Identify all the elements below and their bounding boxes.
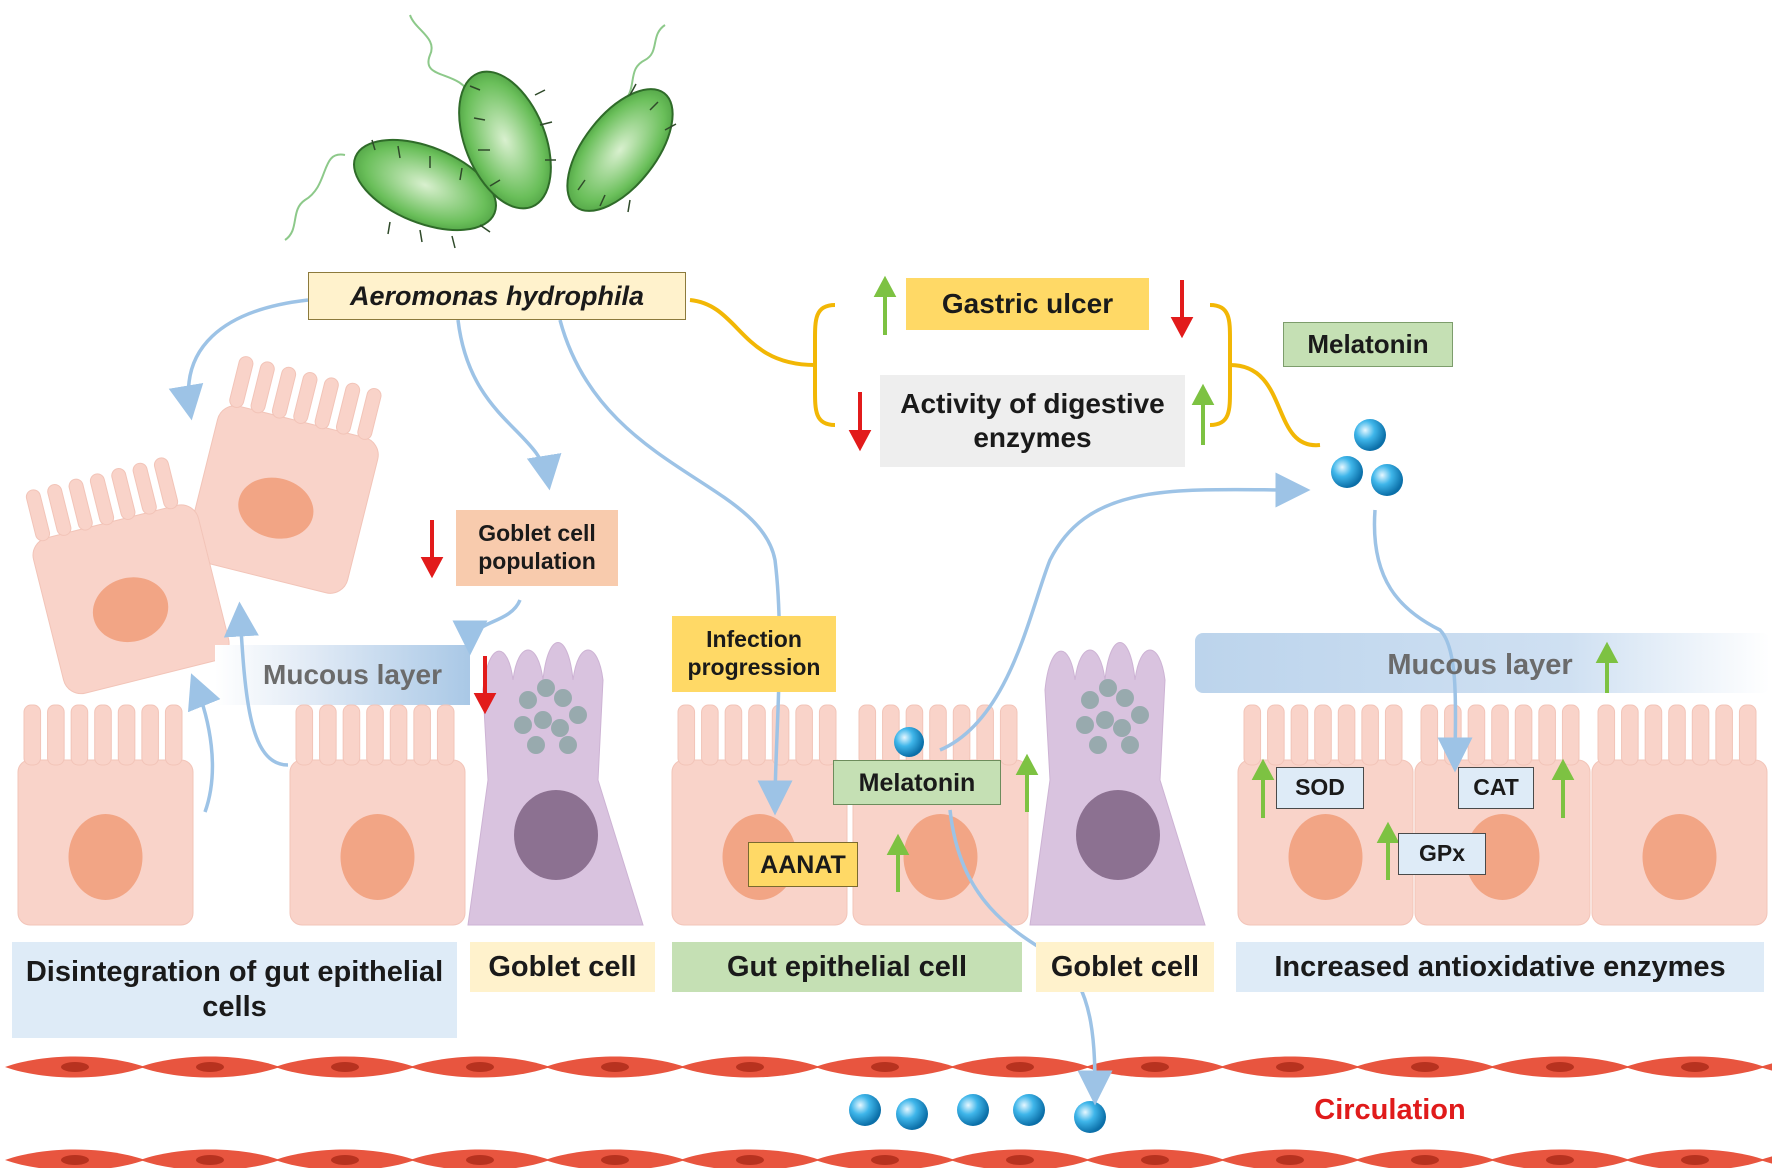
endothelial-cell (950, 1056, 1090, 1078)
sod-label: SOD (1276, 767, 1364, 809)
increased-enzymes-label: Increased antioxidative enzymes (1236, 942, 1764, 992)
endothelial-cell (275, 1149, 415, 1168)
goblet-cell-right-text: Goblet cell (1050, 950, 1200, 983)
epithelial-cell (1591, 704, 1768, 926)
goblet-cell (1029, 642, 1206, 926)
melatonin-cell-label: Melatonin (833, 760, 1001, 805)
endothelial-cell (275, 1056, 415, 1078)
melatonin-molecule-cell (894, 727, 924, 757)
endothelial-cell (950, 1149, 1090, 1168)
gut-epithelial-cell-text: Gut epithelial cell (726, 950, 968, 983)
goblet-cell (467, 642, 644, 926)
infection-progression-label: Infection progression (672, 616, 836, 692)
gastric-ulcer-text: Gastric ulcer (941, 288, 1114, 320)
cat-text: CAT (1473, 774, 1519, 801)
endothelial-cell (140, 1056, 280, 1078)
digestive-enzymes-label: Activity of digestive enzymes (880, 375, 1185, 467)
disintegration-text: Disintegration of gut epithelial cells (25, 956, 444, 1023)
endothelial-cell (5, 1149, 145, 1168)
endothelial-cell (1760, 1063, 1772, 1071)
circulation-label: Circulation (1290, 1086, 1490, 1134)
melatonin-molecule-cluster (1331, 419, 1403, 496)
endothelial-cell (1760, 1156, 1772, 1164)
melatonin-cell-text: Melatonin (858, 768, 976, 797)
endothelial-cell (1625, 1149, 1765, 1168)
melatonin-molecules-circulation (849, 1094, 1106, 1133)
gastric-ulcer-label: Gastric ulcer (906, 278, 1149, 330)
aanat-label: AANAT (748, 842, 858, 887)
endothelial-cell (1355, 1056, 1495, 1078)
endothelial-cell (1355, 1149, 1495, 1168)
effect-brace (689, 298, 1321, 448)
endothelial-cell (1490, 1056, 1630, 1078)
epithelial-cell (289, 704, 466, 926)
endothelial-cell (410, 1149, 550, 1168)
endothelial-cell (5, 1056, 145, 1078)
goblet-cell-right-label: Goblet cell (1036, 942, 1214, 992)
goblet-population-label: Goblet cell population (456, 510, 618, 586)
endothelial-cell (1220, 1149, 1360, 1168)
epithelial-cell (852, 704, 1029, 926)
digestive-enzymes-text: Activity of digestive enzymes (900, 388, 1165, 453)
endothelial-cell (1085, 1149, 1225, 1168)
infection-progression-text: Infection progression (687, 626, 821, 680)
disintegration-label: Disintegration of gut epithelial cells (12, 942, 457, 1038)
gut-epithelial-cell-label: Gut epithelial cell (672, 942, 1022, 992)
goblet-cell-left-text: Goblet cell (488, 950, 637, 983)
endothelial-cell (680, 1149, 820, 1168)
endothelial-cell (815, 1149, 955, 1168)
mucous-layer-left-label: Mucous layer (240, 650, 465, 700)
gpx-text: GPx (1418, 840, 1466, 867)
endothelial-cell (545, 1149, 685, 1168)
sod-text: SOD (1295, 774, 1345, 801)
epithelial-cell (17, 704, 194, 926)
endothelial-cell (140, 1149, 280, 1168)
aanat-text: AANAT (760, 850, 846, 879)
gpx-label: GPx (1398, 833, 1486, 875)
mucous-layer-left-text: Mucous layer (263, 659, 442, 691)
goblet-population-text: Goblet cell population (478, 520, 596, 574)
increased-enzymes-text: Increased antioxidative enzymes (1274, 950, 1726, 983)
endothelial-cell (545, 1056, 685, 1078)
mucous-layer-right-label: Mucous layer (1360, 640, 1600, 690)
endothelial-cell (815, 1056, 955, 1078)
flow-arrows (168, 298, 1473, 1106)
pathogen-name: Aeromonas hydrophila (349, 280, 645, 311)
mucous-layer-left (215, 645, 470, 705)
melatonin-treatment-text: Melatonin (1307, 328, 1429, 359)
endothelial-cell (680, 1056, 820, 1078)
mucous-layer-right (1195, 633, 1770, 693)
melatonin-treatment-label: Melatonin (1283, 322, 1453, 367)
epithelial-cell (671, 704, 848, 926)
cat-label: CAT (1458, 767, 1534, 809)
endothelial-cell (1625, 1056, 1765, 1078)
pathogen-label: Aeromonas hydrophila (308, 272, 686, 320)
circulation-vessel (5, 1056, 1772, 1168)
circulation-text: Circulation (1314, 1093, 1466, 1126)
endothelial-cell (1085, 1056, 1225, 1078)
endothelial-cell (1220, 1056, 1360, 1078)
regulation-arrows (420, 275, 1619, 892)
bacteria-illustration (284, 14, 677, 249)
goblet-cell-left-label: Goblet cell (470, 942, 655, 992)
endothelial-cell (410, 1056, 550, 1078)
endothelial-cell (1490, 1149, 1630, 1168)
detached-epithelial-cells (25, 356, 382, 695)
mucous-layer-right-text: Mucous layer (1387, 648, 1573, 681)
